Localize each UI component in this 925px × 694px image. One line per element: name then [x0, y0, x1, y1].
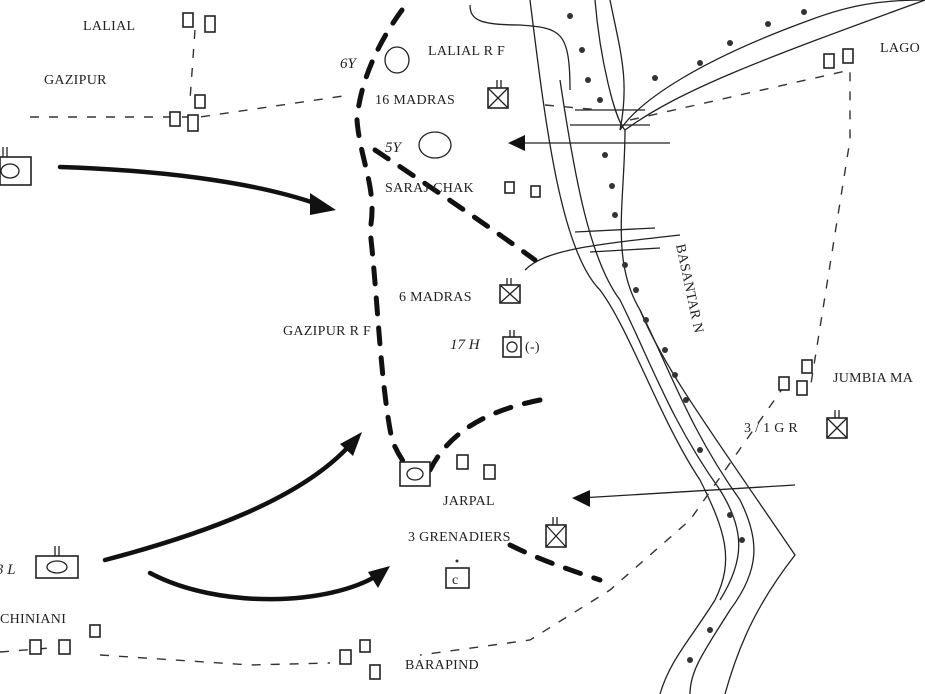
place-jarpal: JARPAL [443, 494, 495, 509]
unit-symbols: c [0, 46, 848, 589]
infantry-battalion-3-1-gr-icon [826, 410, 848, 439]
position-5y-icon [418, 131, 452, 159]
river-label: BASANTAR N [672, 243, 706, 335]
armour-3l-icon [35, 546, 79, 579]
place-lalial: LALIAL [83, 19, 135, 34]
river-islands [567, 9, 807, 663]
infantry-battalion-6-madras-icon [499, 278, 521, 304]
unit-17h: 17 H [450, 337, 481, 353]
position-6y-label: 6Y [340, 56, 358, 72]
position-5y-label: 5Y [385, 140, 403, 156]
place-lalial-rf: LALIAL R F [428, 44, 505, 59]
attack-arrows [57, 135, 796, 602]
place-barapind: BARAPIND [405, 658, 479, 673]
place-lago: LAGO [880, 41, 920, 56]
unit-17h-suffix: (-) [525, 340, 540, 355]
place-gazipur-rf: GAZIPUR R F [283, 324, 371, 339]
armour-left-icon [0, 147, 32, 186]
unit-16-madras: 16 MADRAS [375, 93, 455, 108]
place-jumbia: JUMBIA MA [833, 371, 914, 386]
place-saraj-chak: SARAJ CHAK [385, 181, 474, 196]
unit-3-1-gr: 3 / 1 G R [744, 421, 798, 436]
village-symbols [29, 12, 854, 680]
armour-jarpal-icon [399, 461, 431, 487]
bridges [524, 109, 681, 271]
map-labels: LALIAL GAZIPUR LALIAL R F SARAJ CHAK GAZ… [0, 19, 920, 673]
armour-17h-icon [502, 330, 522, 358]
unit-6-madras: 6 MADRAS [399, 290, 472, 305]
basantar-river [469, 0, 925, 694]
defence-lines [354, 7, 603, 583]
armour-c-sqn-icon: c [445, 559, 470, 589]
svg-text:c: c [452, 573, 459, 588]
tracks [0, 29, 851, 666]
place-chiniani: CHINIANI [0, 612, 66, 627]
infantry-battalion-16-madras-icon [487, 80, 509, 109]
position-6y-icon [384, 46, 410, 74]
infantry-battalion-3-grenadiers-icon [545, 517, 567, 548]
unit-3l: 3 L [0, 562, 16, 578]
place-gazipur: GAZIPUR [44, 73, 107, 88]
unit-3-grenadiers: 3 GRENADIERS [408, 530, 511, 545]
